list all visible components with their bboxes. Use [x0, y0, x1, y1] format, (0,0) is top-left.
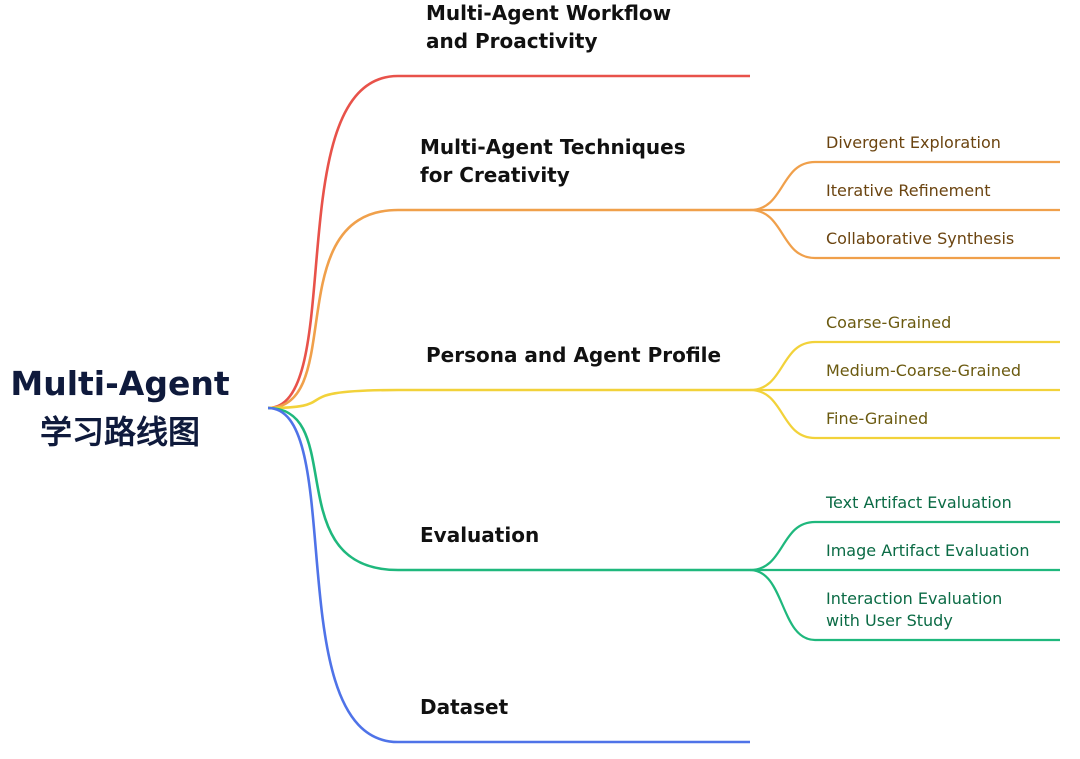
root-subtitle: 学习路线图 [40, 413, 200, 451]
leaf-connector-4-1 [749, 520, 1060, 572]
node-labels: Multi-Agent Workflow and ProactivityMulti… [420, 1, 1029, 719]
branch-label-4: Evaluation [420, 523, 539, 547]
branch-connector-1 [267, 74, 750, 410]
branch-connector-4 [267, 406, 750, 572]
leaf-label-4-2: Image Artifact Evaluation [826, 541, 1029, 560]
leaf-connector-3-1 [749, 340, 1060, 392]
leaf-label-3-2: Medium-Coarse-Grained [826, 361, 1021, 380]
leaf-label-4-3: Interaction Evaluation [826, 589, 1002, 608]
root-title: Multi-Agent [10, 364, 229, 403]
leaf-connector-3-3 [749, 388, 1060, 440]
leaf-label-2-3: Collaborative Synthesis [826, 229, 1014, 248]
leaf-label-3-1: Coarse-Grained [826, 313, 951, 332]
branch-connector-3 [267, 388, 750, 410]
leaf-label-4-1: Text Artifact Evaluation [825, 493, 1012, 512]
leaf-label-2-2: Iterative Refinement [826, 181, 990, 200]
root-node: Multi-Agent 学习路线图 [10, 364, 229, 451]
branch-connector-5 [267, 406, 750, 744]
leaf-label-3-3: Fine-Grained [826, 409, 928, 428]
branch-label-2: Multi-Agent Techniques [420, 135, 686, 159]
branch-label-1: Multi-Agent Workflow [426, 1, 671, 25]
leaf-label-4-3: with User Study [826, 611, 953, 630]
leaf-label-2-1: Divergent Exploration [826, 133, 1001, 152]
branch-label-1: and Proactivity [426, 29, 598, 53]
branch-connector-2 [267, 208, 750, 410]
leaf-connector-4-3 [749, 568, 1060, 642]
branch-connectors [267, 74, 1060, 744]
leaf-connector-2-3 [749, 208, 1060, 260]
branch-label-3: Persona and Agent Profile [426, 343, 721, 367]
branch-label-5: Dataset [420, 695, 509, 719]
leaf-connector-2-1 [749, 160, 1060, 212]
branch-label-2: for Creativity [420, 163, 570, 187]
